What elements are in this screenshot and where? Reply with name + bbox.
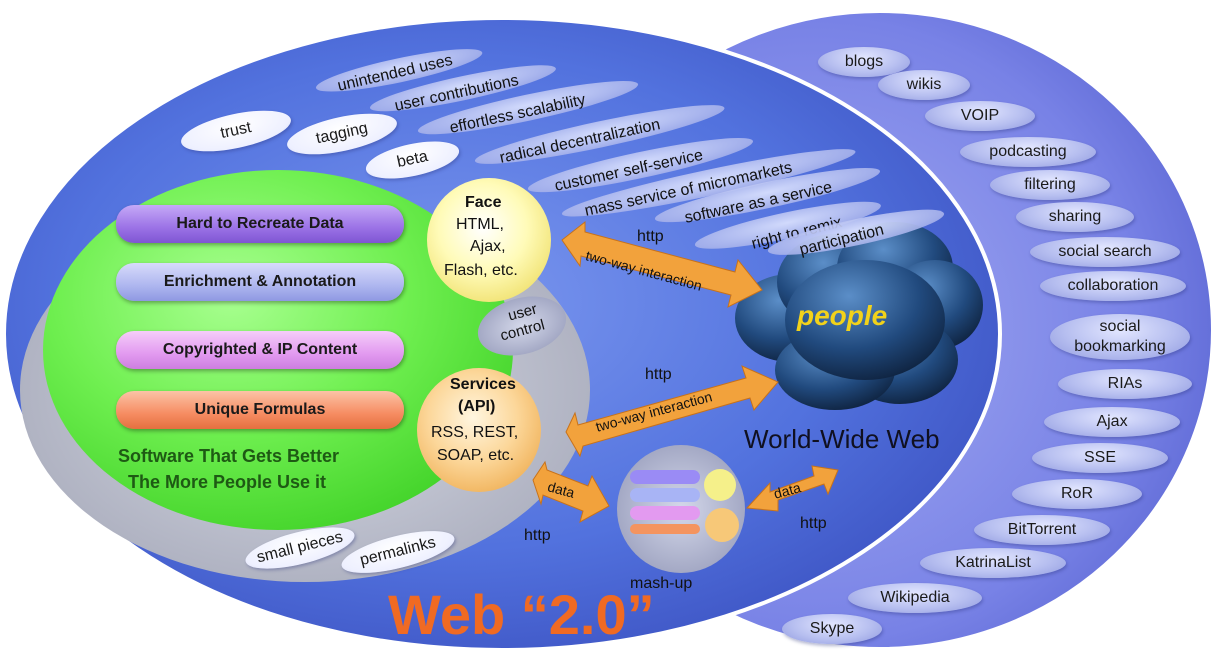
- http-middle-label: http: [645, 366, 672, 383]
- http-top-label: http: [637, 228, 664, 245]
- diagram-title: Web “2.0”: [388, 583, 655, 646]
- right-item-blogs: blogs: [818, 47, 910, 77]
- services-title-line2: (API): [458, 398, 496, 415]
- arrow-group: [532, 220, 839, 524]
- face-line2: Ajax,: [470, 238, 506, 255]
- right-item-katrinalist: KatrinaList: [920, 548, 1066, 578]
- right-item-social-search: social search: [1030, 237, 1180, 267]
- right-item-wikis: wikis: [878, 70, 970, 100]
- capsule-enrichment-annotation: Enrichment & Annotation: [116, 263, 404, 301]
- services-title-line1: Services: [450, 376, 516, 393]
- face-title: Face: [465, 194, 502, 211]
- people-label: people: [797, 300, 888, 331]
- right-item-sse: SSE: [1032, 443, 1168, 473]
- right-item-voip: VOIP: [925, 101, 1035, 131]
- mashup-label: mash-up: [630, 575, 693, 592]
- right-item-ajax: Ajax: [1044, 407, 1180, 437]
- right-item-rias: RIAs: [1058, 369, 1192, 399]
- services-line2: SOAP, etc.: [437, 447, 515, 464]
- right-item-filtering: filtering: [990, 170, 1110, 200]
- services-line1: RSS, REST,: [431, 424, 519, 441]
- tagline-line1: Software That Gets Better: [118, 446, 340, 466]
- right-item-collaboration: collaboration: [1040, 271, 1186, 301]
- www-label: World-Wide Web: [744, 424, 940, 454]
- face-line1: HTML,: [456, 216, 504, 233]
- http-bottom-left-label: http: [524, 527, 551, 544]
- face-line3: Flash, etc.: [444, 262, 518, 279]
- social-bookmarking-text: social bookmarking: [1074, 318, 1166, 355]
- right-item-podcasting: podcasting: [960, 137, 1096, 167]
- right-item-social-bookmarking: social bookmarking: [1050, 314, 1190, 360]
- capsule-unique-formulas: Unique Formulas: [116, 391, 404, 429]
- capsule-copyrighted-ip-content: Copyrighted & IP Content: [116, 331, 404, 369]
- right-item-skype: Skype: [782, 614, 882, 644]
- tagline-line2: The More People Use it: [128, 472, 327, 492]
- http-bottom-right-label: http: [800, 515, 827, 532]
- right-item-sharing: sharing: [1016, 202, 1134, 232]
- people-cloud: [735, 222, 983, 410]
- right-item-ror: RoR: [1012, 479, 1142, 509]
- capsule-hard-to-recreate-data: Hard to Recreate Data: [116, 205, 404, 243]
- right-item-bittorrent: BitTorrent: [974, 515, 1110, 545]
- right-item-wikipedia: Wikipedia: [848, 583, 982, 613]
